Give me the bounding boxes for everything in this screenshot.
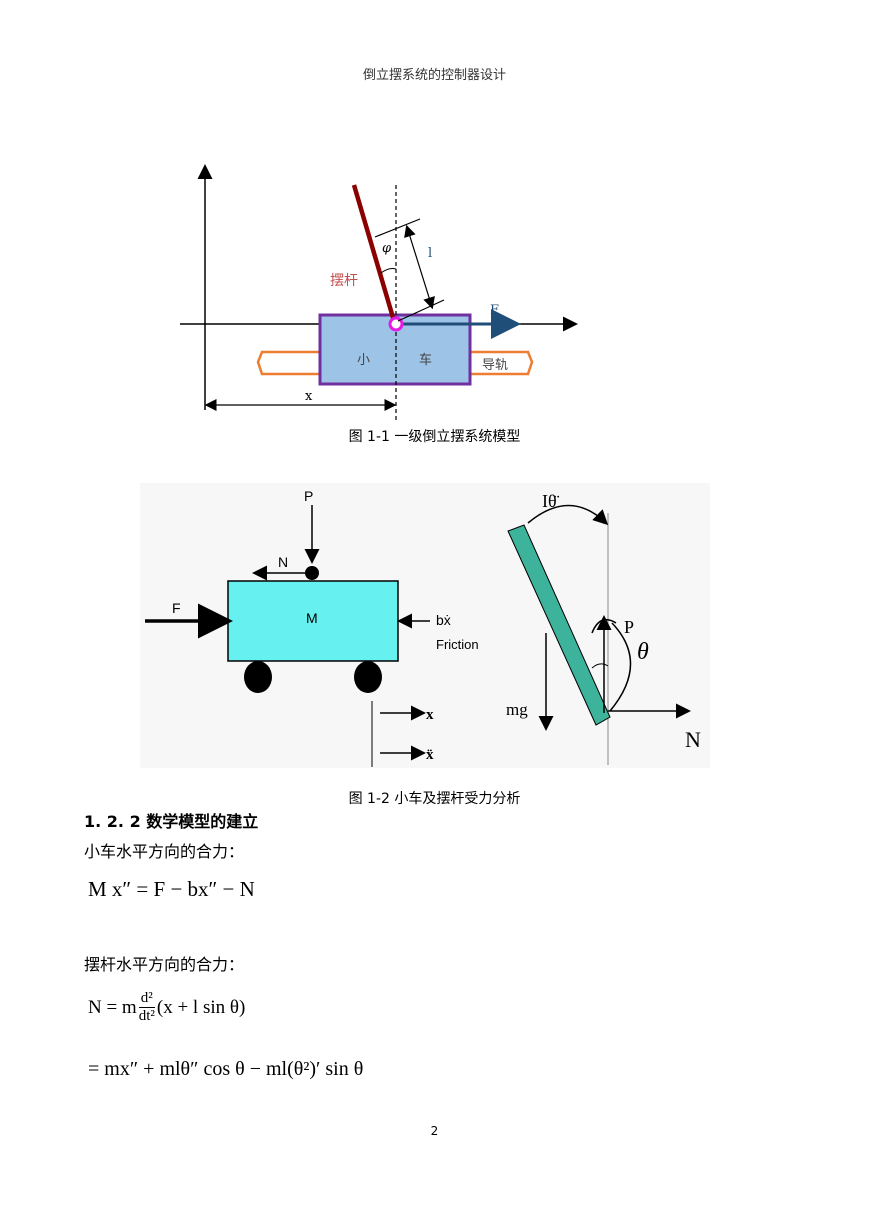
eq2-lhs: N = m	[88, 996, 137, 1018]
eq2-denominator: dt²	[138, 1008, 155, 1024]
label-inertia: Iθ̈	[542, 491, 560, 511]
cart-force-text: 小车水平方向的合力：	[84, 842, 245, 861]
label-force: F	[490, 303, 499, 318]
page-number: 2	[430, 1124, 439, 1138]
label-P2: P	[624, 617, 634, 637]
label-friction-term: bẋ	[436, 612, 451, 628]
label-xdd: ẍ	[426, 747, 434, 763]
figure1-caption: 图 1-1 一级倒立摆系统模型	[348, 429, 521, 445]
label-M: M	[306, 610, 318, 626]
rail-right	[470, 350, 534, 376]
label-length: l	[428, 246, 432, 261]
eq2-numerator: d²	[138, 990, 155, 1008]
label-x: x	[426, 707, 434, 723]
label-theta: θ	[637, 639, 649, 665]
pendulum-rod-body	[507, 524, 611, 726]
label-pendulum: 摆杆	[330, 273, 358, 289]
rail-left	[256, 350, 320, 376]
label-angle: φ	[382, 241, 392, 256]
label-rail: 导轨	[482, 358, 508, 373]
figure-cart-force-diagram: P N M F bẋ Friction x ẍ	[140, 483, 500, 768]
label-cart-left: 小	[357, 353, 370, 368]
pendulum-force-text: 摆杆水平方向的合力：	[84, 955, 245, 974]
equation-pendulum-expanded: = mx″ + mlθ″ cos θ − ml(θ²)′ sin θ	[88, 1058, 364, 1080]
label-position: x	[305, 389, 313, 404]
label-cart-right: 车	[419, 352, 432, 368]
figure-pendulum-force-diagram: Iθ̈ P θ mg N	[500, 483, 710, 768]
equation-cart: M x″ = F − bx″ − N	[88, 877, 255, 901]
length-arrow	[404, 224, 435, 310]
figure-inverted-pendulum-model: 摆杆 φ l F 小 车 导轨 x	[180, 164, 578, 420]
label-friction: Friction	[436, 637, 479, 652]
figure2-caption: 图 1-2 小车及摆杆受力分析	[348, 791, 521, 807]
eq2-fraction: d² dt²	[139, 990, 155, 1025]
label-N: N	[278, 554, 288, 570]
page-header: 倒立摆系统的控制器设计	[362, 68, 506, 83]
label-N2: N	[685, 727, 701, 752]
label-mg: mg	[506, 700, 528, 719]
eq2-rhs: (x + l sin θ)	[156, 996, 246, 1018]
equation-pendulum: N = m d² dt² (x + l sin θ)	[88, 990, 245, 1025]
section-heading: 1. 2. 2 数学模型的建立	[84, 812, 259, 831]
label-P: P	[304, 488, 313, 504]
label-F: F	[172, 600, 181, 616]
pendulum-rod	[351, 184, 397, 322]
